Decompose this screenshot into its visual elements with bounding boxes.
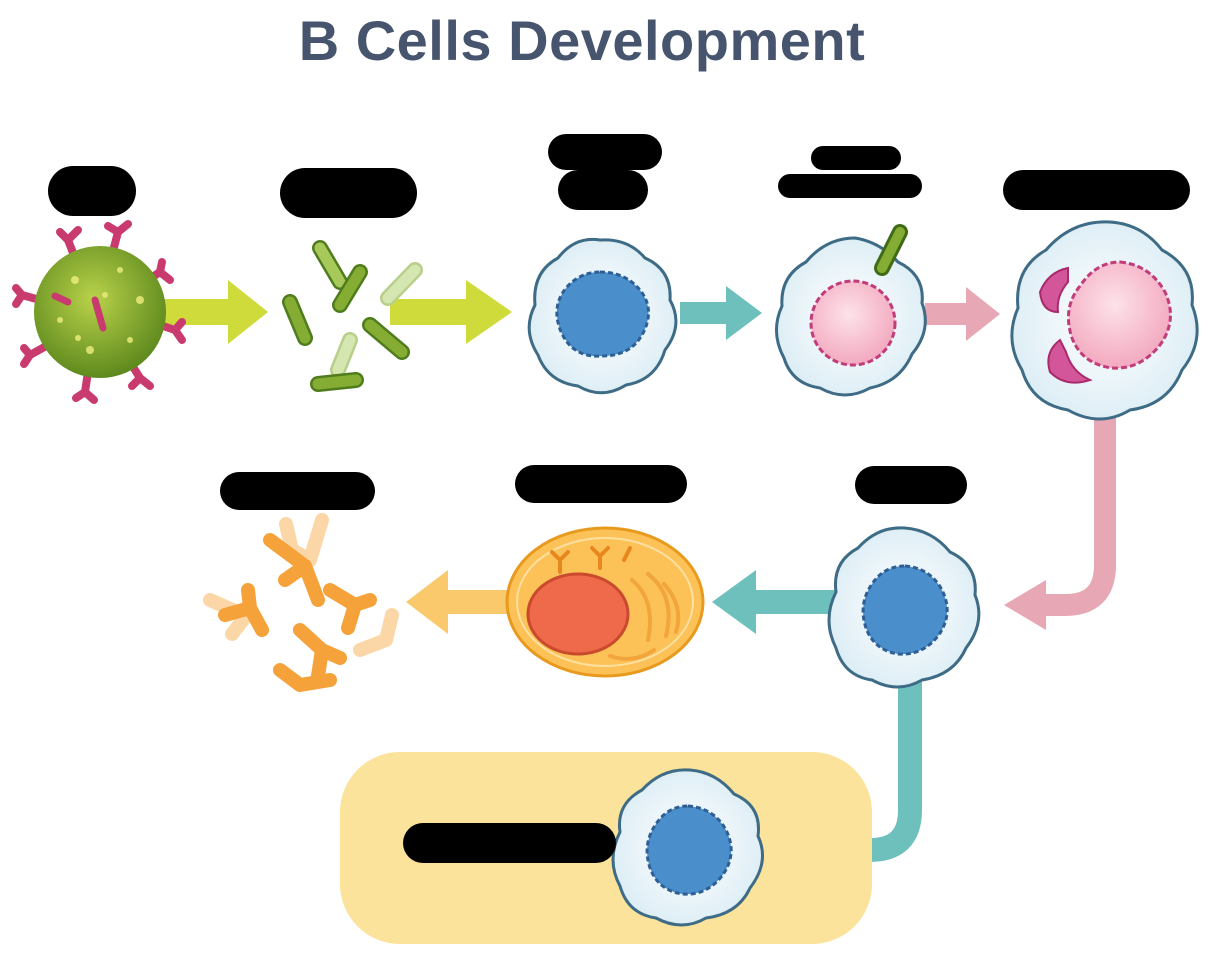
label-redaction-fragments [280, 168, 417, 218]
page-title: B Cells Development [298, 9, 866, 72]
b-cell-icon [527, 237, 678, 395]
dividing-b-cell-icon [1010, 220, 1199, 421]
label-redaction-dividing [1003, 170, 1190, 210]
arrow-plasma-to-antibodies [406, 570, 510, 634]
arrow-clone-to-plasma [712, 570, 840, 634]
activated-b-cell-icon [775, 224, 927, 397]
plasma-cell-icon [505, 526, 705, 678]
arrow-activated-to-dividing [925, 287, 1000, 341]
b-cell-clone-icon [827, 526, 981, 689]
label-redaction-activated-line2 [778, 174, 922, 198]
label-redaction-b-cell-line2 [558, 170, 648, 210]
memory-b-cell-icon [611, 768, 764, 927]
label-redaction-plasma [515, 465, 687, 503]
arrow-virus-to-fragments [165, 280, 268, 344]
label-redaction-memory [403, 823, 616, 863]
arrow-dividing-to-clone [1004, 415, 1116, 630]
antigen-fragments-icon [282, 240, 423, 392]
label-redaction-antibodies [220, 472, 375, 510]
label-redaction-clone [855, 466, 967, 504]
redacted-labels [48, 134, 1190, 863]
virus-icon [12, 220, 186, 404]
label-redaction-virus [48, 166, 136, 216]
label-redaction-activated-line1 [811, 146, 901, 170]
label-redaction-b-cell-line1 [548, 134, 662, 170]
arrow-b-cell-to-activated [680, 286, 762, 340]
antibodies-icon [203, 513, 399, 692]
arrow-fragments-to-b-cell [390, 280, 512, 344]
